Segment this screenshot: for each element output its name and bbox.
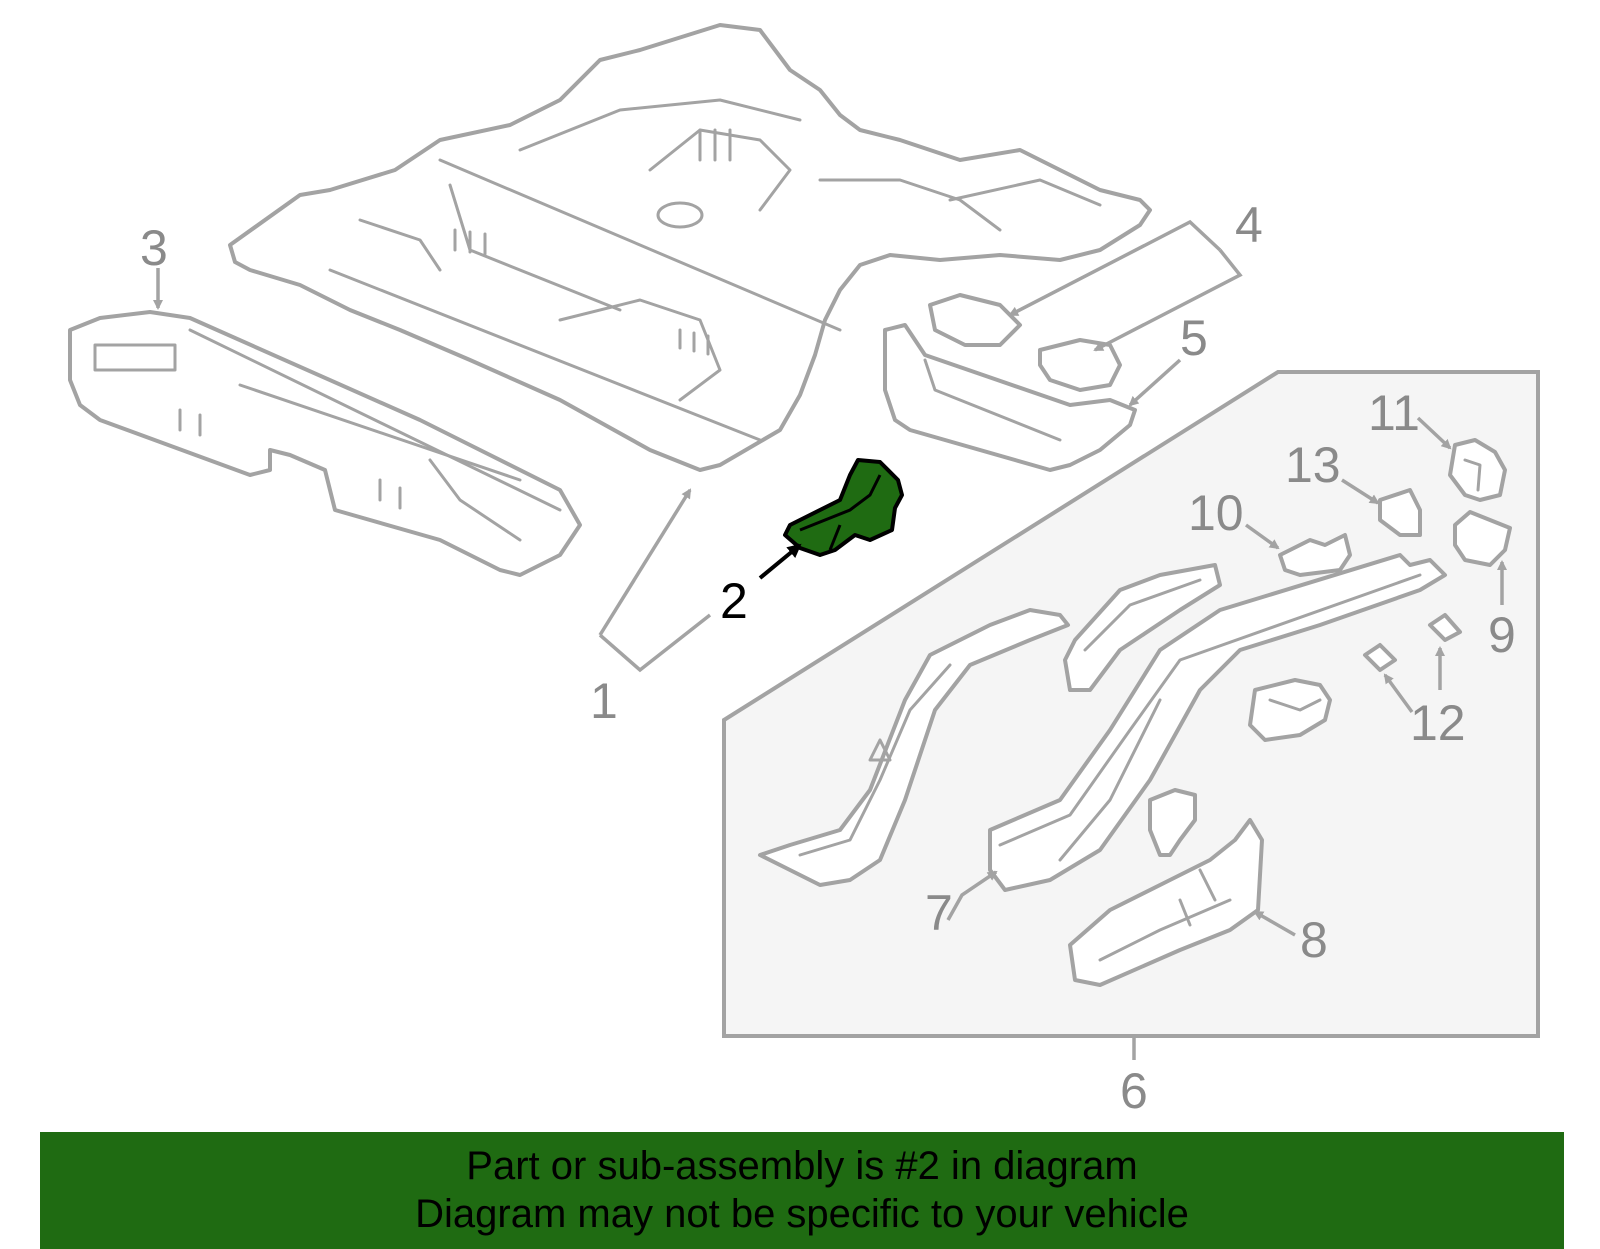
callout-5: 5: [1180, 310, 1208, 366]
callout-9: 9: [1488, 607, 1516, 663]
inner-rail-part-left: [758, 608, 1070, 887]
callout-10: 10: [1188, 485, 1244, 541]
callout-7: 7: [925, 885, 953, 941]
bracket-part-13: [1378, 488, 1422, 537]
callout-13: 13: [1285, 437, 1341, 493]
callout-12: 12: [1410, 695, 1466, 751]
rear-frame-rail-part-7: [988, 553, 1447, 892]
upper-reinforcement: [1063, 563, 1222, 692]
callout-1: 1: [590, 673, 618, 729]
callout-11: 11: [1368, 385, 1420, 441]
clip-part-12b: [1428, 613, 1462, 642]
leader-lines: [153, 219, 1507, 1060]
callout-3: 3: [140, 220, 168, 276]
rear-rail-extension-part-8: [1068, 818, 1264, 987]
banner-line-1: Part or sub-assembly is #2 in diagram: [466, 1144, 1138, 1188]
bracket-part-4b: [1038, 338, 1122, 392]
small-bracket-inset-a: [1148, 788, 1197, 857]
side-rail-part-3: [68, 310, 582, 577]
highlighted-part-2: [783, 458, 904, 557]
info-banner: Part or sub-assembly is #2 in diagram Di…: [40, 1132, 1564, 1249]
clip-part-12a: [1363, 643, 1397, 672]
callout-4: 4: [1235, 197, 1263, 253]
bracket-part-11: [1448, 438, 1507, 502]
banner-line-2: Diagram may not be specific to your vehi…: [415, 1192, 1189, 1236]
callout-6: 6: [1120, 1063, 1148, 1119]
callout-8: 8: [1300, 912, 1328, 968]
floor-pan-part-1: [228, 23, 1152, 472]
bracket-part-4a: [928, 293, 1022, 347]
bracket-part-10: [1278, 533, 1352, 577]
rear-crossmember-part-5: [883, 323, 1137, 472]
callout-2: 2: [720, 573, 748, 629]
small-bracket-inset-b: [1248, 678, 1332, 742]
bracket-part-9: [1453, 510, 1512, 567]
